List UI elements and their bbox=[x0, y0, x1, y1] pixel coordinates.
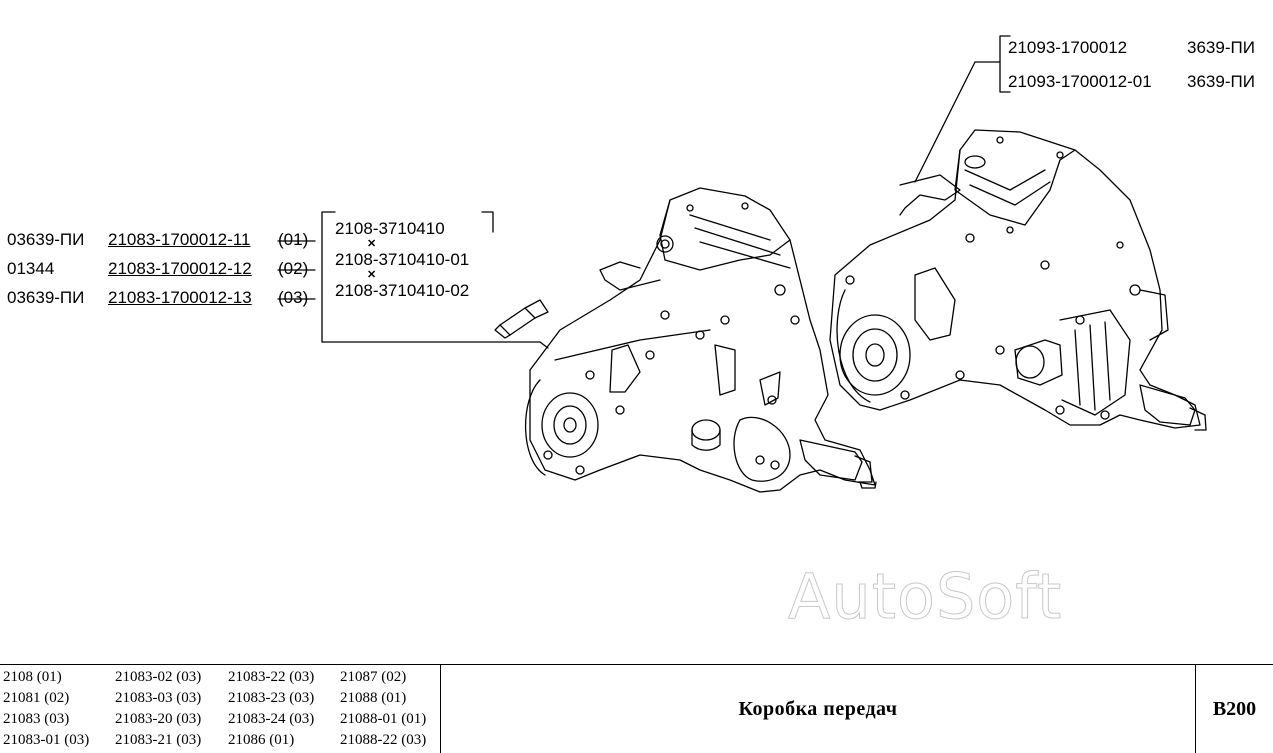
callout-left-suffix-3: (03) bbox=[278, 288, 309, 307]
gearbox-right-drawing bbox=[829, 129, 1207, 431]
leader-line-left bbox=[277, 240, 316, 300]
model-item: 21086 (01) bbox=[228, 732, 295, 748]
callout-left-part-2: 21083-1700012-12 bbox=[108, 259, 252, 278]
model-item: 21083-24 (03) bbox=[228, 711, 315, 727]
model-item: 21081 (02) bbox=[3, 690, 70, 706]
model-item: 21083-02 (03) bbox=[115, 669, 202, 685]
callout-left-note-2: 01344 bbox=[7, 259, 55, 278]
model-item: 21083-21 (03) bbox=[115, 732, 202, 748]
callout-top-right-note-2: 3639-ПИ bbox=[1187, 72, 1255, 91]
model-item: 21083-01 (03) bbox=[3, 732, 90, 748]
callout-bracket-top-right bbox=[999, 35, 1011, 93]
gearbox-drawing bbox=[277, 35, 1207, 493]
model-list: 2108 (01) 21083-02 (03) 21083-22 (03) 21… bbox=[0, 665, 441, 753]
callout-bracket-sensor bbox=[321, 211, 541, 343]
model-item: 2108 (01) bbox=[3, 669, 62, 685]
model-item: 21083-22 (03) bbox=[228, 669, 315, 685]
model-item: 21088-01 (01) bbox=[340, 711, 427, 727]
callout-left-suffix-2: (02) bbox=[278, 259, 309, 278]
callout-sensor-part-2: 2108-3710410-01 bbox=[335, 250, 470, 269]
callout-left-part-1: 21083-1700012-11 bbox=[108, 230, 251, 249]
model-item: 21088-22 (03) bbox=[340, 732, 427, 748]
leader-line-top-right bbox=[914, 61, 1001, 183]
callout-left-note-3: 03639-ПИ bbox=[7, 288, 85, 307]
model-item: 21083 (03) bbox=[3, 711, 70, 727]
model-item: 21083-20 (03) bbox=[115, 711, 202, 727]
callout-left-part-3: 21083-1700012-13 bbox=[108, 288, 252, 307]
page-code: B200 bbox=[1212, 697, 1257, 720]
gearbox-left-drawing bbox=[494, 187, 877, 493]
footer: 2108 (01) 21083-02 (03) 21083-22 (03) 21… bbox=[0, 664, 1273, 753]
callout-sensor-part-3: 2108-3710410-02 bbox=[335, 281, 470, 300]
callout-top-right-part-1: 21093-1700012 bbox=[1008, 38, 1128, 57]
model-item: 21087 (02) bbox=[340, 669, 407, 685]
callout-left-note-1: 03639-ПИ bbox=[7, 230, 85, 249]
interchange-mark-1: ✕ bbox=[367, 238, 377, 250]
callout-top-right-note-1: 3639-ПИ bbox=[1187, 38, 1255, 57]
callout-left-suffix-1: (01) bbox=[278, 230, 309, 249]
model-item: 21083-23 (03) bbox=[228, 690, 315, 706]
model-item: 21083-03 (03) bbox=[115, 690, 202, 706]
page-title: Коробка передач bbox=[441, 665, 1196, 753]
callout-sensor-part-1: 2108-3710410 bbox=[335, 219, 445, 238]
model-item: 21088 (01) bbox=[340, 690, 407, 706]
watermark: AutoSoft bbox=[787, 560, 1063, 634]
callout-top-right-part-2: 21093-1700012-01 bbox=[1008, 72, 1152, 91]
interchange-mark-2: ✕ bbox=[367, 269, 377, 281]
